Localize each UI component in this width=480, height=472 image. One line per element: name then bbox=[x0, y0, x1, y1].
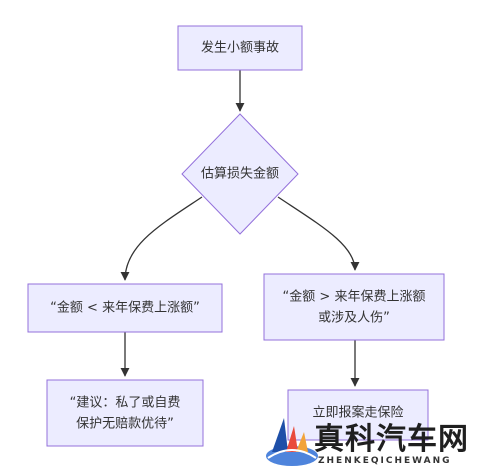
right-condition-node: “金额 > 来年保费上涨额 或涉及人伤” bbox=[263, 273, 445, 341]
edge-decision-to-right bbox=[277, 196, 360, 271]
left-result-label-line2: 保护无赔款优待” bbox=[76, 417, 174, 432]
decision-node: 估算损失金额 bbox=[181, 113, 299, 235]
left-condition-node: “金额 < 来年保费上涨额” bbox=[27, 283, 223, 333]
right-condition-label-line1: “金额 > 来年保费上涨额 bbox=[283, 289, 426, 305]
start-node-label: 发生小额事故 bbox=[201, 40, 279, 56]
left-result-node: “建议：私了或自费 保护无赔款优待” bbox=[46, 379, 204, 447]
watermark-site-name: 真科汽车网 bbox=[314, 422, 469, 457]
start-node: 发生小额事故 bbox=[177, 25, 303, 71]
decision-node-label: 估算损失金额 bbox=[201, 166, 279, 182]
edge-decision-to-left bbox=[120, 196, 203, 281]
watermark-site-pinyin: ZHENKEQICHEWANG bbox=[318, 456, 452, 466]
watermark-logo-icon bbox=[266, 418, 318, 466]
right-condition-label-line2: 或涉及人伤” bbox=[318, 311, 390, 326]
right-result-node: 立即报案走保险 bbox=[287, 389, 429, 441]
left-condition-label: “金额 < 来年保费上涨额” bbox=[50, 300, 200, 316]
right-result-label: 立即报案走保险 bbox=[312, 406, 403, 421]
watermark: 真科汽车网 ZHENKEQICHEWANG bbox=[262, 412, 480, 472]
left-result-label-line1: “建议：私了或自费 bbox=[70, 396, 181, 411]
